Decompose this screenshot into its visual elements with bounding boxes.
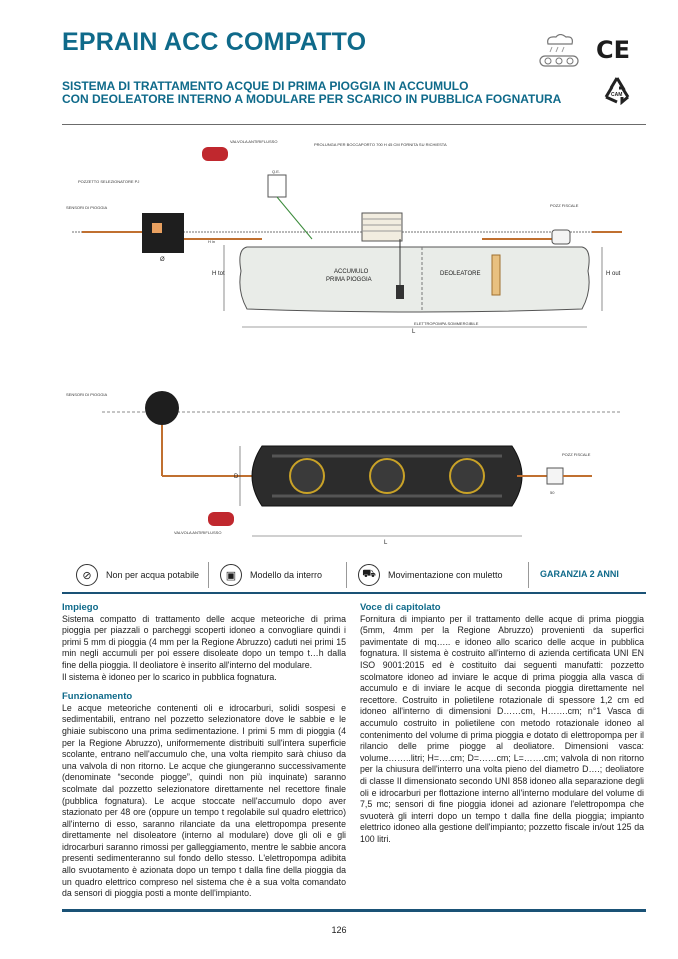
hout-label: H out — [606, 271, 621, 277]
valve-label: VALVOLA ANTIRIFLUSSO — [230, 139, 277, 144]
voce-heading: Voce di capitolato — [360, 602, 441, 613]
hin-label: H in — [208, 239, 215, 244]
forklift-icon: ⛟ — [358, 564, 380, 586]
header-divider — [62, 124, 646, 125]
plan-dim-50: 50 — [550, 490, 555, 495]
pozzetto-label: POZZETTO SELEZIONATORE PJ — [78, 179, 139, 184]
impiego-paragraph-1: Sistema compatto di trattamento delle ac… — [62, 613, 346, 670]
feature-no-drinking-label: Non per acqua potabile — [106, 570, 200, 580]
rain-tank-icon — [534, 33, 584, 75]
voce-paragraph: Fornitura di impianto per il trattamento… — [360, 613, 644, 844]
funzionamento-paragraph: Le acque meteoriche contenenti oli e idr… — [62, 702, 346, 899]
diameter-label: Ø — [160, 257, 165, 263]
plan-fiscal-label: POZZ FISCALE — [562, 452, 591, 457]
impiego-paragraph-2: Il sistema è idoneo per lo scarico in pu… — [62, 671, 277, 682]
section-diagram: VALVOLA ANTIRIFLUSSO PROLUNGA PER BOCCAP… — [62, 135, 646, 340]
recycle-badge-text: CAM — [611, 92, 622, 98]
page-subtitle: SISTEMA DI TRATTAMENTO ACQUE DI PRIMA PI… — [62, 80, 582, 106]
plan-d-label: D — [234, 474, 239, 480]
subtitle-line-2: CON DEOLEATORE INTERNO A MODULARE PER SC… — [62, 92, 562, 106]
feature-strip: ⊘ Non per acqua potabile ▣ Modello da in… — [62, 558, 646, 594]
feature-underground-label: Modello da interro — [250, 570, 323, 580]
impiego-heading: Impiego — [62, 602, 99, 613]
no-drink-icon: ⊘ — [76, 564, 98, 586]
feature-divider — [528, 562, 529, 588]
underground-icon: ▣ — [220, 564, 242, 586]
pump-label: ELETTROPOMPA SOMMERGIBILE — [414, 321, 479, 326]
page-number: 126 — [331, 925, 347, 935]
feature-divider — [208, 562, 209, 588]
length-label: L — [412, 329, 416, 335]
fiscal-well-label: POZZ FISCALE — [550, 203, 579, 208]
sensori-label: SENSORI DI PIOGGIA — [66, 205, 107, 210]
left-column: Impiego Sistema compatto di trattamento … — [62, 602, 346, 900]
qe-label: Q.E. — [272, 169, 280, 174]
ce-mark: CE — [596, 36, 631, 64]
accumulo-label-2: PRIMA PIOGGIA — [326, 277, 372, 283]
funzionamento-heading: Funzionamento — [62, 691, 133, 703]
subtitle-line-1: SISTEMA DI TRATTAMENTO ACQUE DI PRIMA PI… — [62, 79, 469, 93]
footer-rule — [62, 909, 646, 912]
feature-divider — [346, 562, 347, 588]
plan-l-label: L — [384, 540, 388, 546]
accumulo-label-1: ACCUMULO — [334, 269, 369, 275]
prolunga-label: PROLUNGA PER BOCCAPORTO 700 H 45 CM FORN… — [314, 142, 447, 147]
plan-valve-label: VALVOLA ANTIRIFLUSSO — [174, 530, 221, 535]
plan-sensori-label: SENSORI DI PIOGGIA — [66, 392, 107, 397]
feature-forklift: ⛟ Movimentazione con muletto — [358, 558, 503, 592]
right-column: Voce di capitolato Fornitura di impianto… — [360, 602, 644, 845]
deoleatore-label: DEOLEATORE — [440, 271, 480, 277]
feature-no-drinking: ⊘ Non per acqua potabile — [76, 558, 199, 592]
htot-label: H tot — [212, 271, 225, 277]
feature-underground: ▣ Modello da interro — [220, 558, 322, 592]
feature-forklift-label: Movimentazione con muletto — [388, 570, 503, 580]
plan-diagram: SENSORI DI PIOGGIA VALVOLA ANTIRIFLUSSO … — [62, 372, 646, 557]
recycle-icon: CAM — [602, 75, 632, 110]
page-title: EPRAIN ACC COMPATTO — [62, 28, 367, 56]
warranty-label: GARANZIA 2 ANNI — [540, 569, 619, 579]
